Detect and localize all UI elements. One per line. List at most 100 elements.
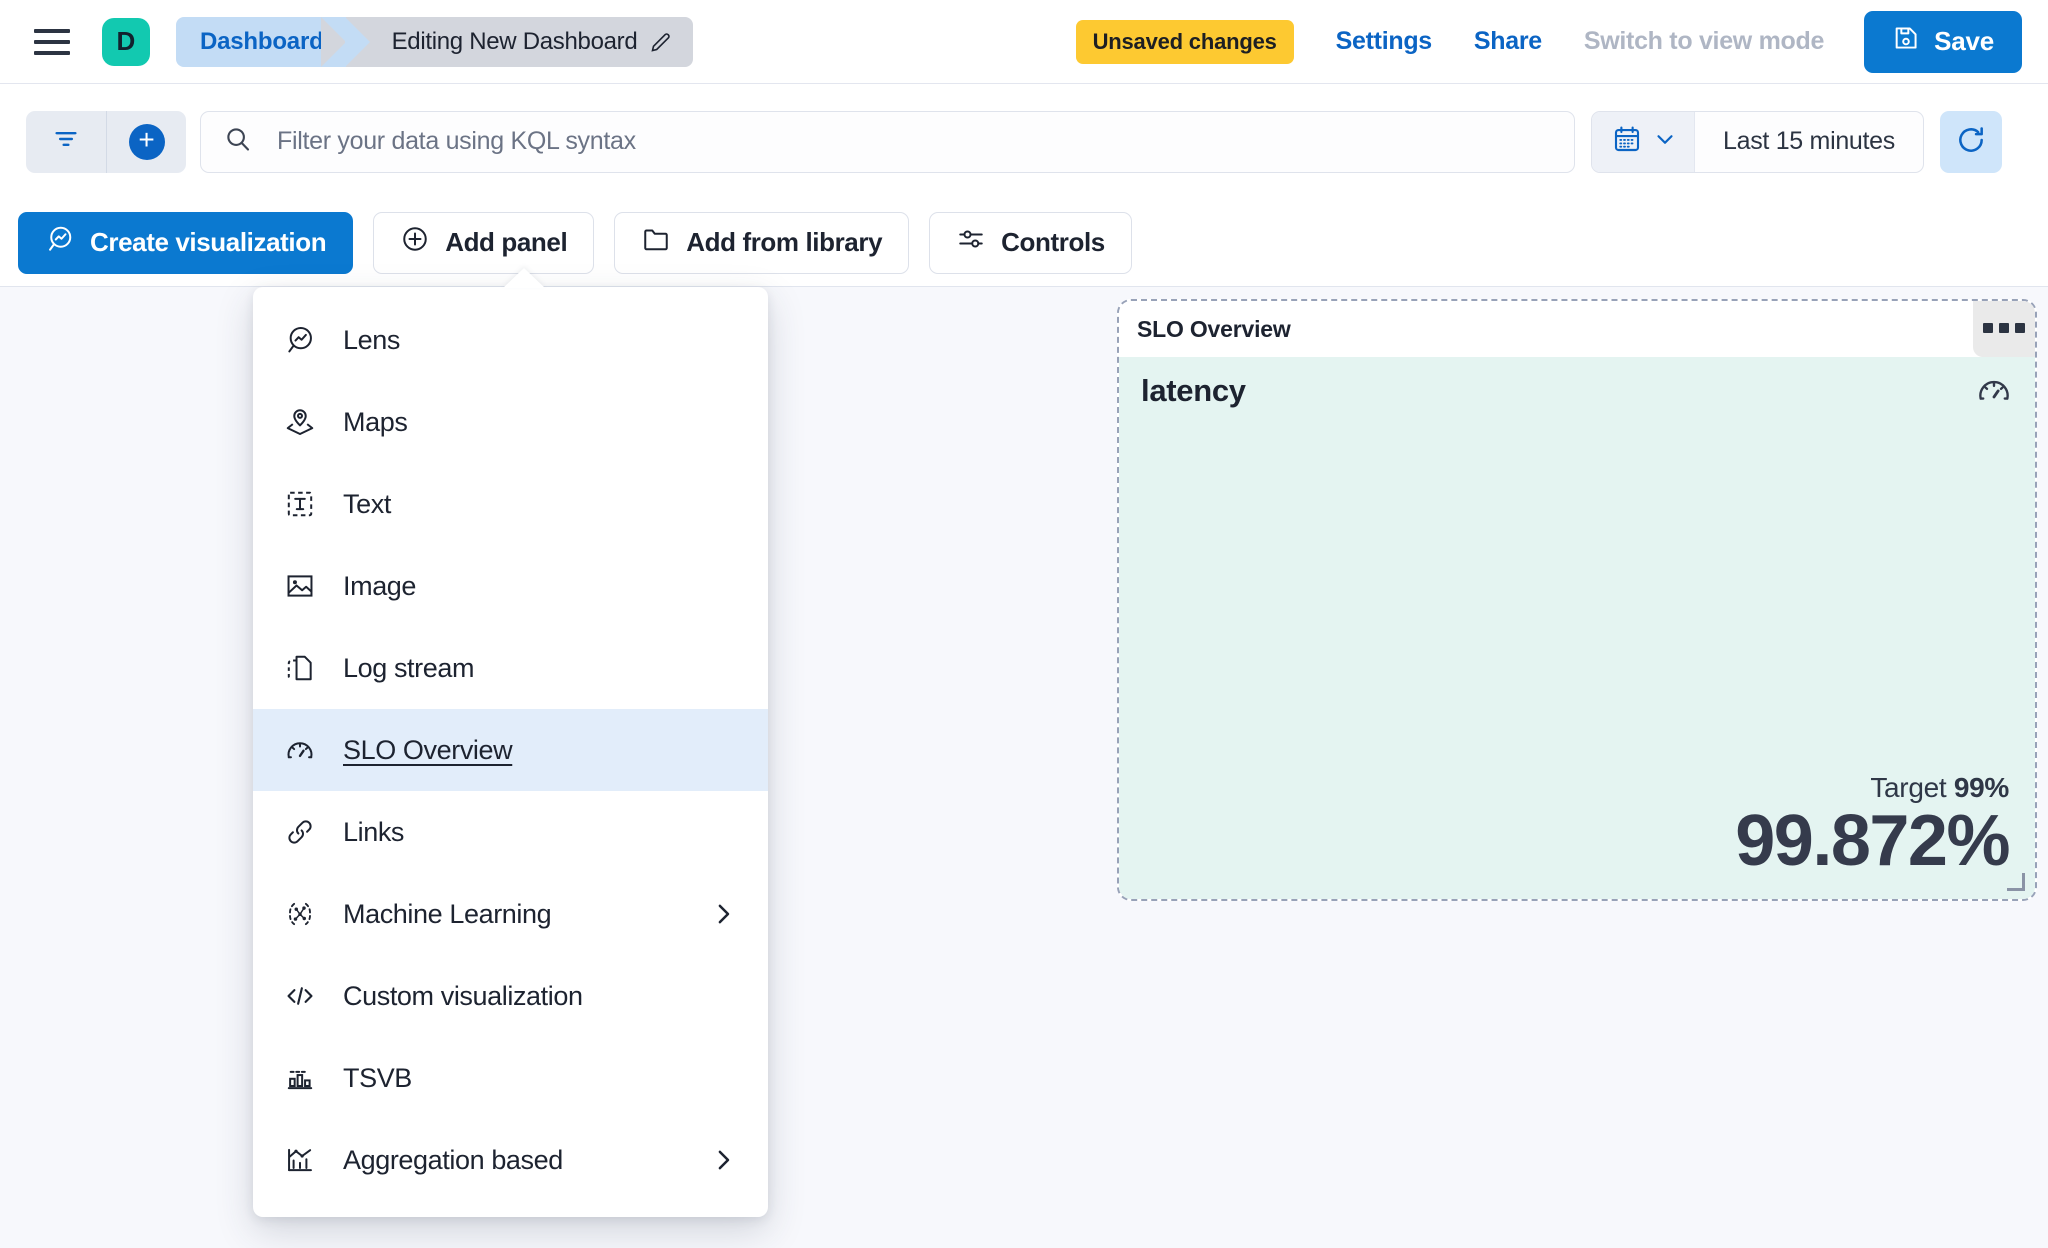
gauge-icon [1975,371,2013,414]
agg-chart-icon [281,1144,319,1176]
menu-item-label: Lens [343,324,400,355]
avatar-letter: D [116,26,136,56]
create-visualization-label: Create visualization [90,227,327,257]
menu-item-maps[interactable]: Maps [253,381,768,463]
filter-options-button[interactable] [26,111,106,173]
add-filter-button[interactable]: + [106,110,186,173]
add-panel-label: Add panel [445,227,568,257]
time-range-value[interactable]: Last 15 minutes [1723,127,1895,155]
hamburger-menu-icon[interactable] [30,20,74,64]
save-button-label: Save [1934,26,1994,56]
slo-stats: Target 99% 99.872% [1735,772,2010,882]
refresh-button[interactable] [1940,110,2002,173]
filter-controls: + [26,110,186,173]
hamburger-bar [34,50,70,55]
add-from-library-button[interactable]: Add from library [614,211,910,274]
pencil-icon[interactable] [649,30,673,54]
menu-item-lens[interactable]: Lens [253,299,768,381]
menu-item-aggregation-based[interactable]: Aggregation based [253,1119,768,1201]
breadcrumb: Dashboard Editing New Dashboard [176,16,694,67]
query-bar: + Filter your data using KQL syntax [0,84,2048,199]
share-link[interactable]: Share [1473,27,1542,55]
panel-context-menu-icon[interactable] [1973,301,2035,357]
add-from-library-label: Add from library [686,227,883,257]
header-actions: Unsaved changes Settings Share Switch to… [1075,10,2048,73]
menu-item-label: Log stream [343,652,475,683]
menu-dot [2015,323,2025,333]
code-icon [281,980,319,1012]
breadcrumb-dashboard-label: Dashboard [200,27,324,55]
menu-item-machine-learning[interactable]: Machine Learning [253,873,768,955]
filter-icon [52,125,80,158]
plus-circle-icon: + [128,123,165,160]
panel-header: SLO Overview [1119,301,2035,357]
menu-item-label: Links [343,816,405,847]
menu-item-links[interactable]: Links [253,791,768,873]
menu-item-custom-visualization[interactable]: Custom visualization [253,955,768,1037]
date-quick-select-button[interactable] [1592,111,1695,172]
lens-icon [281,324,319,356]
lens-icon [45,224,75,261]
panel-body: latency Target 99% 99.872% [1119,357,2035,899]
menu-dot [1983,323,1993,333]
controls-label: Controls [1001,227,1105,257]
menu-item-log-stream[interactable]: Log stream [253,627,768,709]
chevron-right-icon [708,899,738,929]
image-icon [281,570,319,602]
add-panel-menu: Lens Maps Text [253,268,768,1217]
slo-current-value: 99.872% [1735,801,2010,882]
add-panel-button[interactable]: Add panel [373,211,595,274]
slo-overview-panel[interactable]: SLO Overview latency [1117,299,2037,901]
switch-to-view-mode-link[interactable]: Switch to view mode [1583,27,1825,55]
app-header: D Dashboard Editing New Dashboard Unsave… [0,0,2048,84]
map-marker-icon [281,406,319,438]
slo-target-label: Target [1870,772,1947,804]
editor-toolbar: Create visualization Add panel Add from … [0,199,2048,287]
menu-item-label: TSVB [343,1062,412,1093]
breadcrumb-current-label: Editing New Dashboard [391,27,638,55]
slo-target-value: 99% [1953,772,2009,804]
resize-handle-icon[interactable] [2007,873,2025,891]
controls-button[interactable]: Controls [929,211,1132,274]
menu-item-tsvb[interactable]: TSVB [253,1037,768,1119]
dashboard-canvas: SLO Overview latency [0,288,2048,1248]
chevron-right-icon [708,1145,738,1175]
unsaved-changes-badge[interactable]: Unsaved changes [1075,19,1294,64]
tsvb-icon [281,1062,319,1094]
menu-item-label: Image [343,570,417,601]
sliders-icon [956,224,986,261]
create-visualization-button[interactable]: Create visualization [18,211,354,274]
popover-arrow [503,268,545,288]
search-icon [223,124,253,159]
plus-circle-outline-icon [400,224,430,261]
gauge-icon [281,734,319,766]
calendar-icon [1612,124,1642,159]
hamburger-bar [34,28,70,33]
menu-item-label: Maps [343,406,408,437]
menu-dot [1999,323,2009,333]
panel-title: SLO Overview [1137,315,1291,342]
menu-item-slo-overview[interactable]: SLO Overview [253,709,768,791]
slo-name: latency [1141,373,1246,408]
settings-link[interactable]: Settings [1335,27,1433,55]
link-icon [281,816,319,848]
ml-icon [281,898,319,930]
avatar[interactable]: D [102,17,150,66]
floppy-disk-icon [1892,24,1920,59]
menu-item-image[interactable]: Image [253,545,768,627]
search-input-placeholder: Filter your data using KQL syntax [277,127,636,155]
save-button[interactable]: Save [1864,10,2022,73]
slo-target: Target 99% [1735,772,2009,804]
menu-item-label: Machine Learning [343,898,552,929]
hamburger-bar [34,39,70,44]
refresh-icon [1955,124,1987,159]
breadcrumb-current[interactable]: Editing New Dashboard [320,16,694,67]
breadcrumb-dashboard[interactable]: Dashboard [176,16,370,67]
menu-item-label: SLO Overview [343,734,513,765]
menu-item-label: Text [343,488,391,519]
menu-item-text[interactable]: Text [253,463,768,545]
folder-icon [641,224,671,261]
chevron-down-icon [1652,126,1678,157]
text-box-icon [281,488,319,520]
search-input[interactable]: Filter your data using KQL syntax [200,110,1575,173]
